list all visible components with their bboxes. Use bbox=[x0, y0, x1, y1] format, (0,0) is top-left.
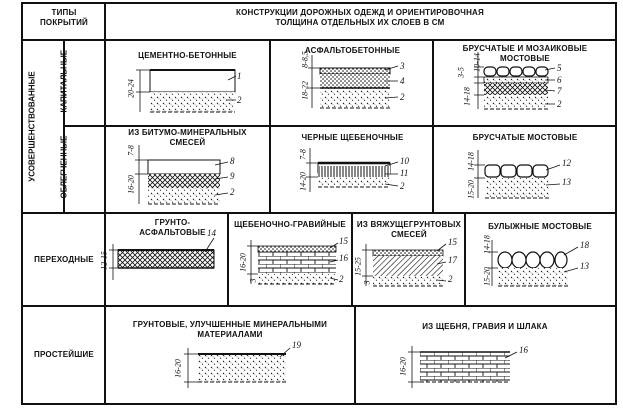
label-binder-2: 2 bbox=[448, 274, 453, 284]
row-improved: УСОВЕРШЕНСТВОВАННЫЕ bbox=[27, 71, 37, 182]
label-asphalt-2: 2 bbox=[400, 92, 405, 102]
dim-paving-top: 14-18 bbox=[466, 152, 476, 171]
types-header-line1: ТИПЫ bbox=[51, 8, 77, 17]
mosaic-title-line2: МОСТОВЫЕ bbox=[500, 54, 550, 63]
label-bitumen-2: 2 bbox=[230, 187, 235, 197]
table-title: КОНСТРУКЦИИ ДОРОЖНЫХ ОДЕЖД И ОРИЕНТИРОВО… bbox=[150, 8, 570, 28]
cobble-section bbox=[488, 240, 579, 287]
gravel-section bbox=[247, 240, 339, 285]
dim-gravel-small: 3 bbox=[248, 278, 258, 283]
label-gravel-16: 16 bbox=[339, 253, 348, 263]
dim-cement: 20-24 bbox=[126, 79, 136, 98]
binder-section bbox=[362, 243, 447, 287]
label-binder-15: 15 bbox=[448, 237, 457, 247]
label-cement-1: 1 bbox=[237, 71, 242, 81]
label-mosaic-2: 2 bbox=[557, 99, 562, 109]
cement-section bbox=[136, 69, 237, 113]
crushed-section bbox=[408, 346, 518, 388]
label-bitumen-8: 8 bbox=[230, 156, 235, 166]
label-binder-17: 17 bbox=[448, 255, 457, 265]
mosaic-title-line1: БРУСЧАТЫЕ И МОЗАИКОВЫЕ bbox=[462, 44, 588, 53]
binder-title-line1: ИЗ ВЯЖУЩЕГРУНТОВЫХ bbox=[356, 220, 462, 229]
binder-title-line2: СМЕСЕЙ bbox=[391, 230, 427, 239]
gravel-title: ЩЕБЕНОЧНО-ГРАВИЙНЫЕ bbox=[234, 220, 346, 229]
dim-paving-bottom: 15-20 bbox=[466, 180, 476, 199]
bitumen-title-line1: ИЗ БИТУМО-МИНЕРАЛЬНЫХ bbox=[128, 128, 247, 137]
bitumen-title: ИЗ БИТУМО-МИНЕРАЛЬНЫХ СМЕСЕЙ bbox=[110, 128, 265, 148]
dim-crushed: 16-20 bbox=[398, 357, 408, 376]
cement-title: ЦЕМЕНТНО-БЕТОННЫЕ bbox=[138, 51, 237, 60]
dim-mosaic-c: 14-18 bbox=[462, 87, 472, 106]
bitumen-section bbox=[135, 145, 229, 205]
label-crushed-16: 16 bbox=[519, 345, 528, 355]
label-paving-13: 13 bbox=[562, 177, 571, 187]
label-gravel-2: 2 bbox=[339, 274, 344, 284]
paving-section bbox=[474, 150, 561, 199]
row-transitional: ПЕРЕХОДНЫЕ bbox=[34, 255, 94, 264]
dim-gravel: 16-20 bbox=[238, 253, 248, 272]
dim-binder: 15-25 bbox=[353, 257, 363, 276]
soil-asphalt-title: ГРУНТО- АСФАЛЬТОВЫЕ bbox=[125, 218, 220, 238]
label-black-10: 10 bbox=[400, 156, 409, 166]
black-title: ЧЕРНЫЕ ЩЕБЕНОЧНЫЕ bbox=[301, 133, 404, 142]
dim-binder-small: 3 bbox=[362, 280, 372, 285]
dim-asphalt-top: 8-8,5 bbox=[300, 51, 310, 68]
soil-improved-section bbox=[184, 347, 291, 388]
soil-improved-title-line2: МАТЕРИАЛАМИ bbox=[197, 330, 263, 339]
crushed-title: ИЗ ЩЕБНЯ, ГРАВИЯ И ШЛАКА bbox=[422, 322, 548, 331]
label-cement-2: 2 bbox=[237, 95, 242, 105]
table-title-line1: КОНСТРУКЦИИ ДОРОЖНЫХ ОДЕЖД И ОРИЕНТИРОВО… bbox=[236, 8, 484, 17]
dim-black-bottom: 14-20 bbox=[298, 172, 308, 191]
dim-mosaic-a: 10-14 bbox=[472, 53, 482, 72]
dim-soil-improved: 16-20 bbox=[173, 359, 183, 378]
row-lightweight: ОБЛЕГЧЕННЫЕ bbox=[59, 135, 69, 199]
dim-soil-asphalt: 12-15 bbox=[99, 251, 109, 270]
soil-asphalt-title-line1: ГРУНТО- bbox=[154, 218, 191, 227]
row-simplest: ПРОСТЕЙШИЕ bbox=[34, 350, 94, 359]
label-bitumen-9: 9 bbox=[230, 171, 235, 181]
dim-bitumen-bottom: 16-20 bbox=[126, 175, 136, 194]
table-title-line2: ТОЛЩИНА ОТДЕЛЬНЫХ ИХ СЛОЕВ В СМ bbox=[275, 18, 445, 27]
label-soil-improved-19: 19 bbox=[292, 340, 301, 350]
soil-improved-title: ГРУНТОВЫЕ, УЛУЧШЕННЫЕ МИНЕРАЛЬНЫМИ МАТЕР… bbox=[110, 320, 350, 340]
label-gravel-15: 15 bbox=[339, 236, 348, 246]
asphalt-title: АСФАЛЬТОБЕТОННЫЕ bbox=[304, 46, 401, 55]
dim-black-top: 7-8 bbox=[298, 149, 308, 160]
label-mosaic-6: 6 bbox=[557, 75, 562, 85]
dim-cobble-top: 14-18 bbox=[482, 235, 492, 254]
bitumen-title-line2: СМЕСЕЙ bbox=[169, 138, 206, 147]
dim-cobble-bottom: 15-20 bbox=[482, 267, 492, 286]
label-cobble-18: 18 bbox=[580, 240, 589, 250]
label-paving-12: 12 bbox=[562, 158, 571, 168]
dim-bitumen-top: 7-8 bbox=[126, 145, 136, 156]
cobble-title: БУЛЫЖНЫЕ МОСТОВЫЕ bbox=[488, 222, 592, 231]
black-section bbox=[306, 148, 399, 192]
label-asphalt-4: 4 bbox=[400, 76, 405, 86]
types-header: ТИПЫ ПОКРЫТИЙ bbox=[24, 8, 104, 28]
label-black-2: 2 bbox=[400, 181, 405, 191]
label-soil-asphalt-14: 14 bbox=[207, 228, 216, 238]
label-mosaic-5: 5 bbox=[557, 63, 562, 73]
types-header-line2: ПОКРЫТИЙ bbox=[39, 18, 88, 27]
asphalt-section bbox=[308, 55, 399, 109]
dim-asphalt-bottom: 18-22 bbox=[300, 81, 310, 100]
mosaic-section bbox=[474, 52, 556, 110]
label-asphalt-3: 3 bbox=[400, 61, 405, 71]
row-capital: КАПИТАЛЬНЫЕ bbox=[59, 49, 69, 113]
soil-asphalt-title-line2: АСФАЛЬТОВЫЕ bbox=[139, 228, 206, 237]
paving-title: БРУСЧАТЫЕ МОСТОВЫЕ bbox=[472, 133, 578, 142]
label-mosaic-7: 7 bbox=[557, 86, 562, 96]
binder-title: ИЗ ВЯЖУЩЕГРУНТОВЫХ СМЕСЕЙ bbox=[353, 220, 465, 240]
mosaic-title: БРУСЧАТЫЕ И МОЗАИКОВЫЕ МОСТОВЫЕ bbox=[436, 44, 614, 64]
label-cobble-13: 13 bbox=[580, 261, 589, 271]
soil-improved-title-line1: ГРУНТОВЫЕ, УЛУЧШЕННЫЕ МИНЕРАЛЬНЫМИ bbox=[132, 320, 328, 329]
label-black-11: 11 bbox=[400, 168, 409, 178]
soil-asphalt-section bbox=[109, 237, 215, 280]
